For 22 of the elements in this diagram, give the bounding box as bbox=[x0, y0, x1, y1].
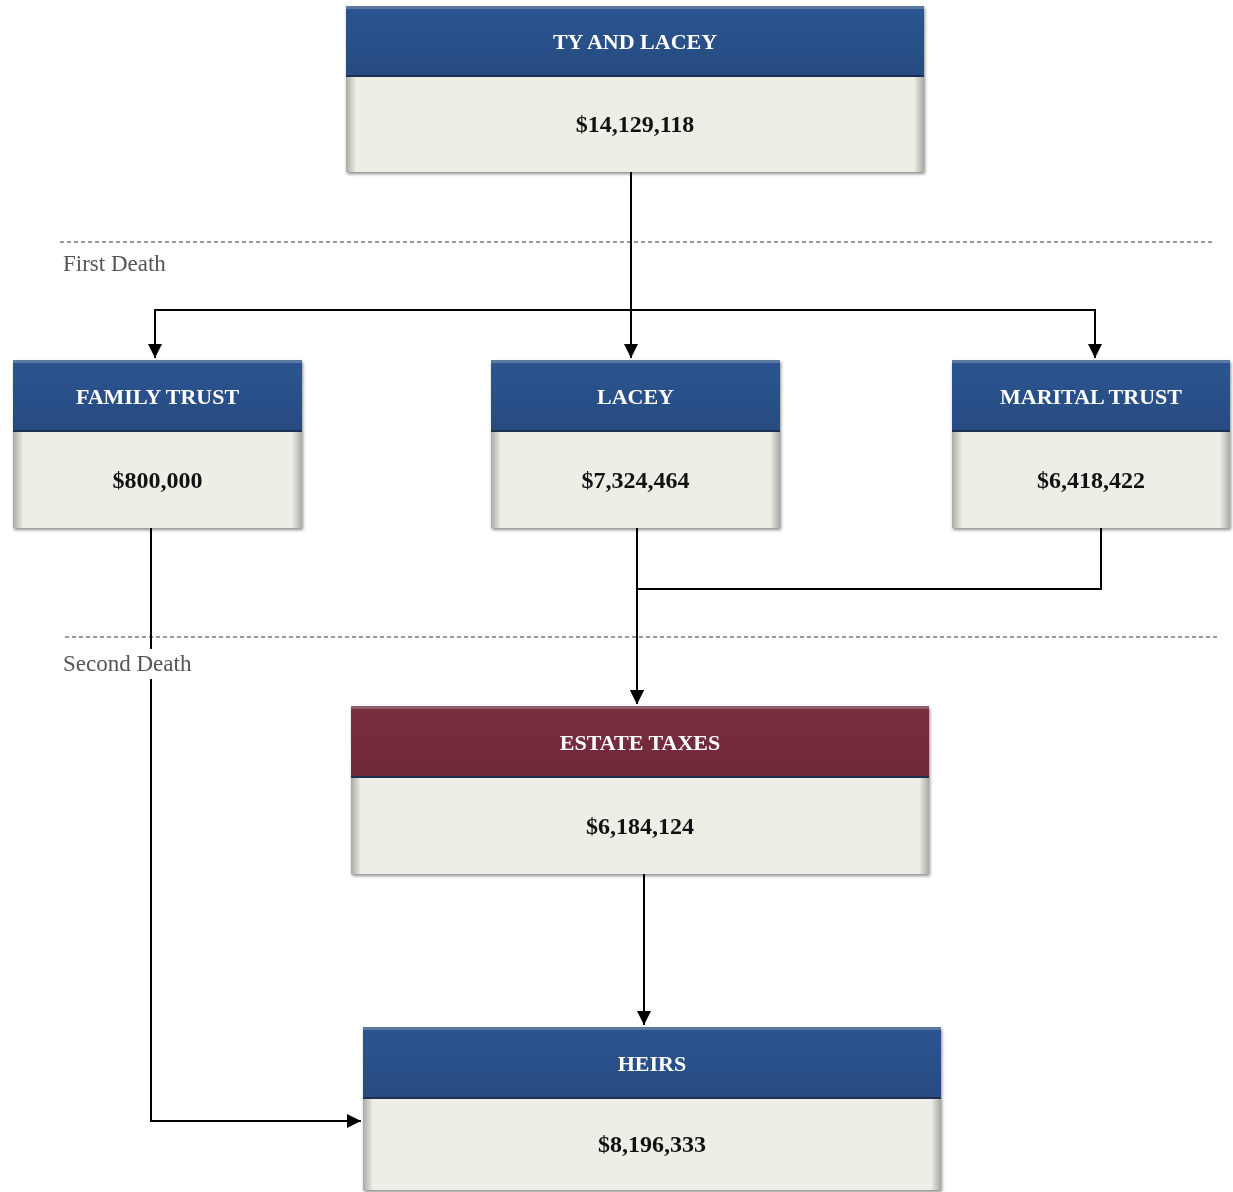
card-header: LACEY bbox=[491, 360, 780, 432]
account-card bbox=[13, 360, 302, 528]
account-card bbox=[346, 6, 924, 172]
card-header: HEIRS bbox=[363, 1027, 941, 1099]
amount-text: $14,129,118 bbox=[346, 77, 924, 172]
amount-text: $6,418,422 bbox=[952, 432, 1230, 528]
arrow bbox=[150, 527, 362, 1128]
amount-text: $7,324,464 bbox=[491, 432, 780, 528]
account-card bbox=[351, 706, 929, 874]
account-card bbox=[363, 1027, 941, 1190]
account-card bbox=[491, 360, 780, 528]
card-header: MARITAL TRUST bbox=[952, 360, 1230, 432]
card-header: TY AND LACEY bbox=[346, 6, 924, 77]
amount-text: $800,000 bbox=[13, 432, 302, 528]
card-header: ESTATE TAXES bbox=[351, 706, 929, 778]
card-header: FAMILY TRUST bbox=[13, 360, 302, 432]
section-label: Second Death bbox=[63, 649, 192, 679]
account-card bbox=[952, 360, 1230, 528]
amount-text: $8,196,333 bbox=[363, 1099, 941, 1190]
arrow bbox=[630, 527, 1102, 705]
amount-text: $6,184,124 bbox=[351, 778, 929, 874]
arrow bbox=[637, 873, 651, 1026]
